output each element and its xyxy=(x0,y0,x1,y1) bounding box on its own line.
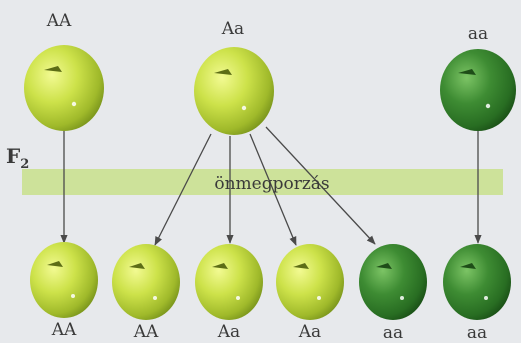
offspring-genotype-label: AA xyxy=(51,320,77,340)
parent-row: AA Aa aa F2 xyxy=(6,11,516,172)
parent-pea-yellow-green xyxy=(24,45,104,131)
offspring-genotype-label: Aa xyxy=(298,322,321,342)
offspring-pea-yellow-green xyxy=(276,244,344,320)
parent-genotype-label: aa xyxy=(468,24,488,44)
offspring-pea-dark-green xyxy=(359,244,427,320)
parent-genotype-label: Aa xyxy=(221,19,244,39)
offspring-genotype-label: AA xyxy=(133,322,159,342)
offspring-pea-yellow-green xyxy=(112,244,180,320)
parent-genotype-label: AA xyxy=(46,11,72,31)
generation-label: F2 xyxy=(6,144,29,172)
offspring-row: AA AA Aa Aa aa aa xyxy=(30,242,511,343)
offspring-genotype-label: Aa xyxy=(217,322,240,342)
offspring-genotype-label: aa xyxy=(467,323,487,343)
offspring-pea-dark-green xyxy=(443,244,511,320)
parent-pea-dark-green xyxy=(440,49,516,131)
parent-pea-yellow-green xyxy=(194,47,274,135)
offspring-pea-yellow-green xyxy=(30,242,98,318)
process-label: önmegporzás xyxy=(214,174,329,194)
offspring-pea-yellow-green xyxy=(195,244,263,320)
offspring-genotype-label: aa xyxy=(383,323,403,343)
